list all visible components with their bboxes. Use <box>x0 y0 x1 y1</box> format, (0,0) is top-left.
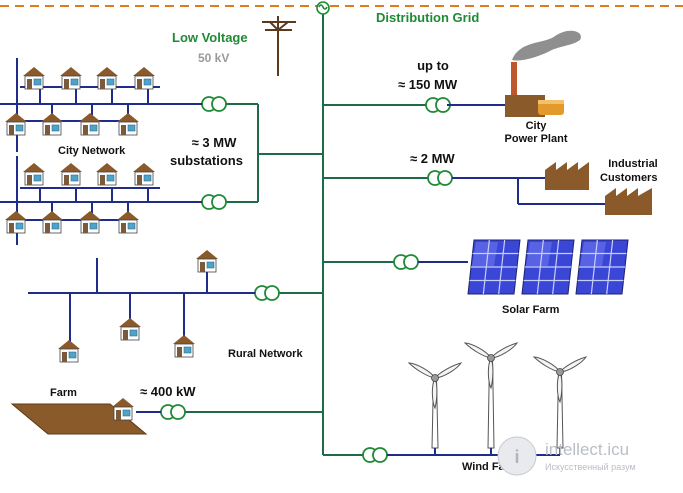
rural-network-label: Rural Network <box>228 348 303 360</box>
city-house-icon <box>133 67 155 90</box>
power-plant-capacity-line1: up to <box>417 58 449 73</box>
low-voltage-kv-label: 50 kV <box>198 51 230 65</box>
transformer-icon-farm <box>160 404 186 420</box>
farm-house <box>112 398 134 421</box>
rural-houses <box>58 250 218 363</box>
substations-label: substations <box>170 153 243 168</box>
watermark-text: intellect.icu <box>545 440 630 459</box>
city-house-icon <box>41 211 63 234</box>
transformer-icon-rural <box>254 285 280 301</box>
transformer-icon-powerplant <box>425 97 451 113</box>
watermark-logo-icon: i <box>497 436 537 476</box>
solar-panel-icon <box>575 239 629 295</box>
city-house-icon <box>117 211 139 234</box>
industrial-label-line2: Customers <box>600 172 658 184</box>
transformer-icon-wind <box>362 447 388 463</box>
rural-network-lines <box>28 258 255 342</box>
wind-turbines <box>407 342 588 455</box>
wind-turbine-icon <box>532 356 588 455</box>
city-house-icon <box>133 163 155 186</box>
farm-house-icon <box>112 398 134 421</box>
watermark-subtext: Искусственный разум <box>545 462 636 472</box>
wind-turbine-icon <box>463 342 519 455</box>
utility-pole-icon <box>262 16 296 76</box>
transformers <box>160 96 453 463</box>
farm-label: Farm <box>50 387 77 399</box>
grid-transformer-top <box>316 1 330 15</box>
farm-field <box>10 403 148 435</box>
substations-power-label: ≈ 3 MW <box>191 135 237 150</box>
city-house-icon <box>23 67 45 90</box>
transformer-icon-city-2 <box>201 194 227 210</box>
power-plant-name-line2: Power Plant <box>504 133 568 145</box>
distribution-grid-label: Distribution Grid <box>376 10 480 25</box>
transformer-icon-solar <box>393 254 419 270</box>
city-house-icon <box>96 163 118 186</box>
wind-turbine-icon <box>407 362 463 455</box>
city-house-icon <box>60 163 82 186</box>
distribution-trunk <box>184 14 510 456</box>
city-house-icon <box>79 211 101 234</box>
farm-power-label: ≈ 400 kW <box>140 384 196 399</box>
city-house-icon <box>5 211 27 234</box>
industrial-power-label: ≈ 2 MW <box>410 151 455 166</box>
power-plant-icon <box>505 30 581 117</box>
low-voltage-label: Low Voltage <box>172 30 248 45</box>
city-house-icon <box>5 113 27 136</box>
industrial-lines <box>452 177 605 205</box>
rural-house-icon <box>173 335 195 358</box>
city-houses <box>5 67 155 234</box>
transformer-icon-city-1 <box>201 96 227 112</box>
city-house-icon <box>41 113 63 136</box>
solar-panel-icon <box>467 239 521 295</box>
city-house-icon <box>79 113 101 136</box>
rural-house-icon <box>119 318 141 341</box>
solar-panel-icon <box>521 239 575 295</box>
factory-icon-1 <box>545 162 589 190</box>
city-house-icon <box>117 113 139 136</box>
industrial-label-line1: Industrial <box>608 158 658 170</box>
city-network-label: City Network <box>58 145 126 157</box>
power-plant-capacity-line2: ≈ 150 MW <box>398 77 458 92</box>
solar-farm-label: Solar Farm <box>502 304 560 316</box>
city-house-icon <box>23 163 45 186</box>
rural-house-icon <box>58 340 80 363</box>
rural-house-icon <box>196 250 218 273</box>
svg-text:i: i <box>514 447 519 467</box>
power-plant-name-line1: City <box>525 120 547 132</box>
city-house-icon <box>96 67 118 90</box>
factory-icon-2 <box>605 188 652 215</box>
transformer-icon-industrial <box>427 170 453 186</box>
solar-panels <box>467 239 629 295</box>
city-house-icon <box>60 67 82 90</box>
